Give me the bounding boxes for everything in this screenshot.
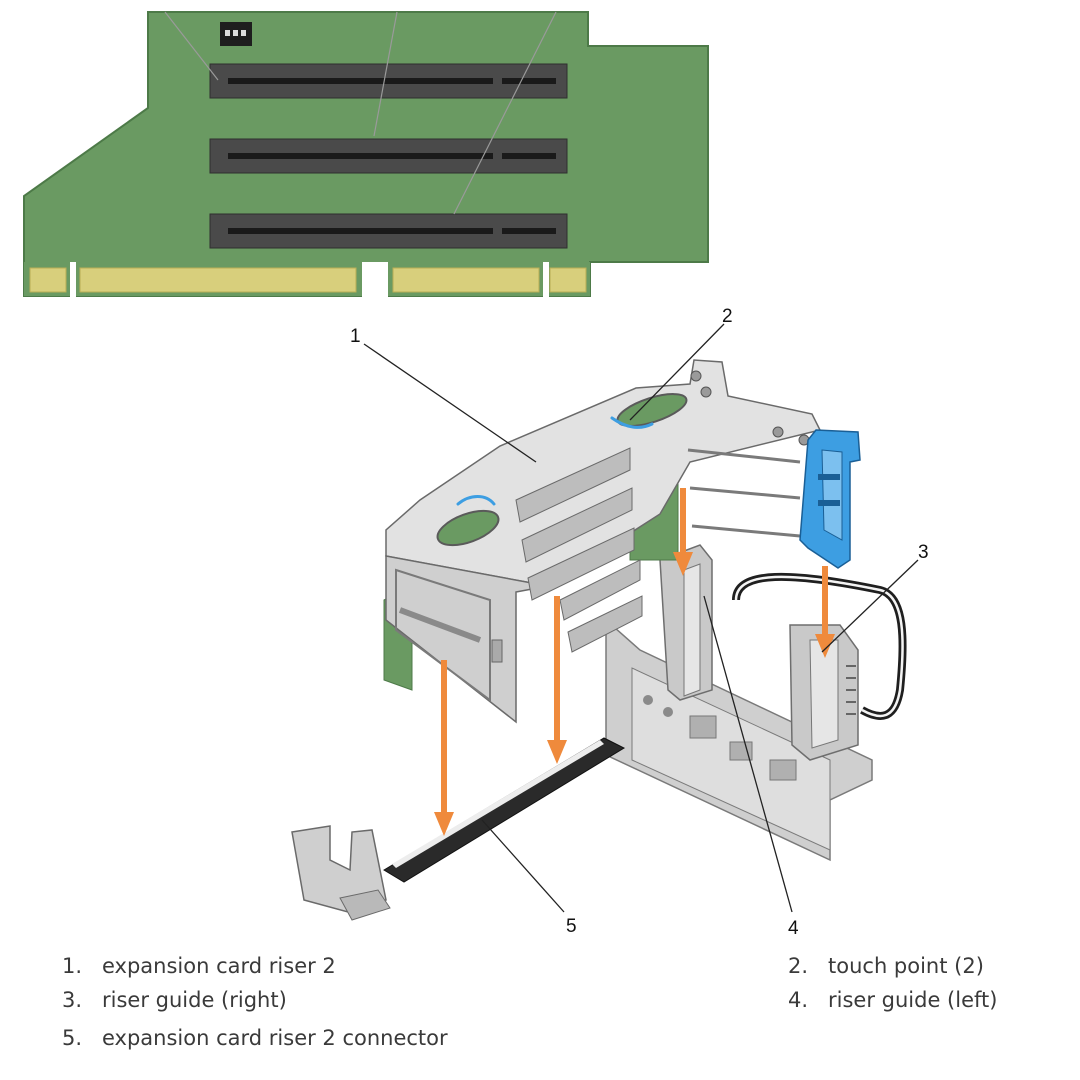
gold-edge-contacts	[24, 262, 590, 298]
legend-item-1: 1. expansion card riser 2	[62, 954, 336, 978]
callout-leader-lines	[363, 323, 919, 913]
callout-2: 2	[722, 306, 733, 327]
riser-guide-left	[659, 544, 713, 701]
riser-latch	[799, 429, 861, 569]
riser-board-illustration	[23, 11, 709, 298]
legend-number: 5.	[62, 1026, 83, 1050]
slot-leader-lines	[164, 11, 557, 215]
riser-connector	[291, 737, 626, 921]
pcie-slot-2	[209, 138, 568, 174]
riser-guide-right	[789, 624, 859, 761]
down-arrow-icon	[434, 488, 835, 836]
legend-item-3: 3. riser guide (right)	[62, 988, 287, 1012]
riser-cage	[383, 359, 822, 724]
legend-label: riser guide (right)	[102, 988, 287, 1012]
legend-number: 2.	[788, 954, 809, 978]
power-header-connector	[220, 22, 252, 46]
legend-label: expansion card riser 2 connector	[102, 1026, 448, 1050]
legend-number: 4.	[788, 988, 809, 1012]
pcie-slot-3	[209, 213, 568, 249]
legend-label: touch point (2)	[828, 954, 984, 978]
callout-3: 3	[918, 542, 929, 563]
legend-item-5: 5. expansion card riser 2 connector	[62, 1026, 448, 1050]
legend-number: 3.	[62, 988, 83, 1012]
legend-item-2: 2. touch point (2)	[788, 954, 984, 978]
pcie-slot-1	[209, 63, 568, 99]
callout-numbers: 1 2 3 4 5	[350, 306, 929, 939]
legend-label: riser guide (left)	[828, 988, 998, 1012]
legend-number: 1.	[62, 954, 83, 978]
callout-5: 5	[566, 916, 577, 937]
callout-4: 4	[788, 918, 799, 939]
callout-1: 1	[350, 326, 361, 347]
legend-item-4: 4. riser guide (left)	[788, 988, 997, 1012]
riser-cage-illustration	[291, 359, 907, 921]
legend-label: expansion card riser 2	[102, 954, 336, 978]
touch-point-opening-front	[436, 509, 500, 547]
touch-point-arc-icon	[456, 416, 654, 506]
